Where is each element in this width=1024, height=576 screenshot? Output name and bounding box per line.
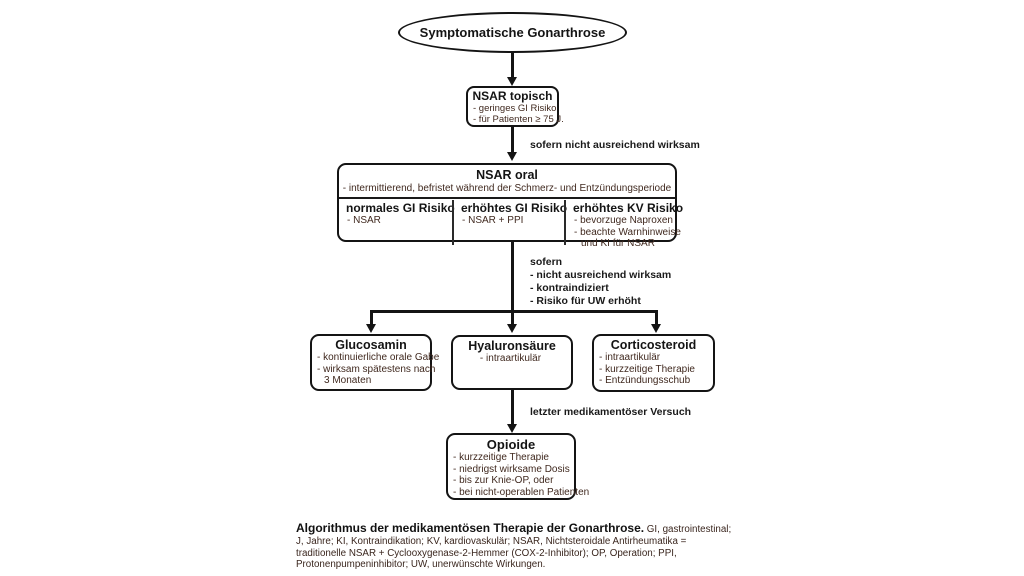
node-glucosamin: Glucosamin - kontinuierliche orale Gabe … — [310, 334, 440, 391]
arrow-down-icon — [507, 77, 517, 86]
node-bullets: - intraartikulär - kurzzeitige Therapie … — [594, 352, 713, 387]
node-title: Opioide — [486, 437, 536, 452]
flow-label-sofern-block: sofern - nicht ausreichend wirksam - kon… — [530, 256, 671, 308]
nsar-oral-columns: normales GI Risiko - NSAR erhöhtes GI Ri… — [339, 200, 684, 249]
connector-line — [511, 242, 514, 310]
column-normales-gi-risiko: normales GI Risiko - NSAR — [339, 200, 455, 245]
bullet-item: - intraartikulär — [479, 353, 542, 364]
flow-label-bullet: - nicht ausreichend wirksam — [530, 269, 672, 281]
arrow-down-icon — [507, 424, 517, 433]
node-corticosteroid: Corticosteroid - intraartikulär - kurzze… — [592, 334, 715, 392]
bullet-item: - beachte Warnhinweise — [574, 226, 681, 238]
column-title: erhöhtes GI Risiko — [461, 201, 568, 215]
bullet-item: - geringes GI Risiko — [473, 103, 557, 114]
bullet-item: - niedrigst wirksame Dosis — [453, 463, 570, 475]
bullet-item: - wirksam spätestens nach — [317, 363, 436, 375]
node-title: NSAR topisch — [472, 89, 553, 103]
bullet-item: - kurzzeitige Therapie — [453, 452, 549, 463]
node-nsar-topisch: NSAR topisch - geringes GI Risiko - für … — [466, 86, 564, 127]
node-nsar-oral: NSAR oral - intermittierend, befristet w… — [337, 163, 684, 249]
root-node-symptomatische-gonarthrose: Symptomatische Gonarthrose — [398, 12, 627, 53]
arrow-down-icon — [366, 324, 376, 333]
flow-label-letzter-versuch: letzter medikamentöser Versuch — [530, 406, 692, 418]
nsar-oral-header: NSAR oral - intermittierend, befristet w… — [339, 168, 675, 199]
bullet-item: - für Patienten ≥ 75 J. — [473, 114, 564, 125]
connector-line — [370, 310, 373, 324]
bullet-item: 3 Monaten — [324, 375, 372, 387]
connector-line — [511, 53, 514, 77]
arrow-down-icon — [507, 324, 517, 333]
bullet-item: - Entzündungsschub — [599, 375, 691, 387]
node-bullets: - kurzzeitige Therapie - niedrigst wirks… — [448, 452, 590, 498]
connector-line — [511, 310, 514, 324]
column-bullets: - bevorzuge Naproxen - beachte Warnhinwe… — [573, 215, 681, 250]
bullet-item: - kurzzeitige Therapie — [599, 363, 695, 375]
bullet-item: - intraartikulär — [599, 352, 661, 363]
node-title: Corticosteroid — [610, 338, 697, 352]
arrow-down-icon — [651, 324, 661, 333]
flow-label-sofern-nicht-ausreichend: sofern nicht ausreichend wirksam — [530, 139, 700, 151]
column-bullets: - NSAR — [346, 215, 450, 227]
connector-line — [511, 127, 514, 152]
branch-line — [370, 310, 658, 313]
node-subtitle: - intermittierend, befristet während der… — [342, 183, 672, 194]
arrow-down-icon — [507, 152, 517, 161]
connector-line — [511, 390, 514, 424]
flow-label-intro: sofern — [530, 256, 563, 268]
node-opioide: Opioide - kurzzeitige Therapie - niedrig… — [446, 433, 590, 500]
flow-label-bullet: - kontraindiziert — [530, 282, 609, 294]
column-erhoehtes-gi-risiko: erhöhtes GI Risiko - NSAR + PPI — [452, 200, 568, 245]
figure-caption: Algorithmus der medikamentösen Therapie … — [296, 521, 733, 571]
node-title: Hyaluronsäure — [468, 339, 556, 353]
bullet-item: - bevorzuge Naproxen — [574, 215, 673, 226]
figure-caption-text: GI, gastrointestinal; J, Jahre; KI, Kont… — [296, 524, 732, 571]
column-bullets: - NSAR + PPI — [461, 215, 562, 227]
bullet-item: - NSAR — [347, 215, 381, 226]
connector-line — [655, 310, 658, 324]
column-erhoehtes-kv-risiko: erhöhtes KV Risiko - bevorzuge Naproxen … — [564, 200, 684, 249]
bullet-item: - NSAR + PPI — [462, 215, 524, 226]
bullet-item: - kontinuierliche orale Gabe — [317, 352, 440, 363]
column-title: erhöhtes KV Risiko — [573, 201, 684, 215]
figure-caption-title: Algorithmus der medikamentösen Therapie … — [296, 521, 645, 535]
root-node-label: Symptomatische Gonarthrose — [419, 25, 606, 40]
node-bullets: - geringes GI Risiko - für Patienten ≥ 7… — [468, 103, 564, 125]
node-hyaluronsaeure: Hyaluronsäure - intraartikulär — [451, 335, 573, 390]
bullet-item: - bei nicht-operablen Patienten — [453, 486, 590, 498]
column-title: normales GI Risiko — [346, 201, 455, 215]
node-bullets: - kontinuierliche orale Gabe - wirksam s… — [312, 352, 440, 387]
flow-label-bullet: - Risiko für UW erhöht — [530, 295, 641, 307]
bullet-item: - bis zur Knie-OP, oder — [453, 475, 554, 487]
bullet-item: und KI für NSAR — [581, 238, 655, 250]
node-bullets: - intraartikulär — [453, 353, 571, 365]
node-title: NSAR oral — [476, 168, 538, 182]
node-title: Glucosamin — [335, 338, 407, 352]
